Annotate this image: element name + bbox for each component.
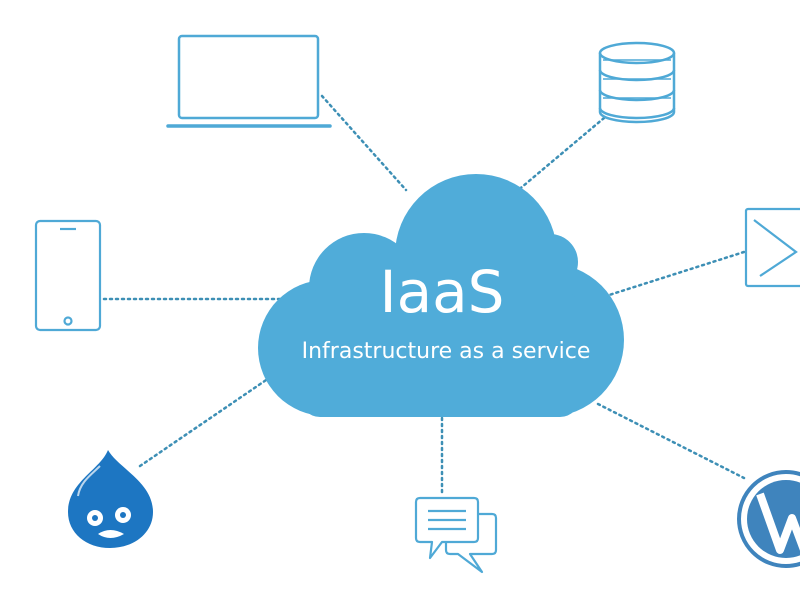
- email-icon: [744, 207, 800, 288]
- connector-wordpress: [596, 402, 746, 480]
- connector-email: [604, 250, 746, 298]
- drupal-logo: [68, 450, 153, 548]
- laptop-icon: [166, 34, 332, 128]
- wordpress-logo: [737, 470, 800, 568]
- connector-database: [514, 116, 606, 194]
- connector-laptop: [320, 94, 408, 192]
- connector-drupal: [138, 374, 274, 468]
- cloud-title: IaaS: [379, 258, 504, 326]
- connectors: [102, 94, 746, 498]
- smartphone-icon: [34, 219, 102, 332]
- cloud: [258, 174, 624, 417]
- database-icon: [598, 41, 676, 124]
- cloud-subtitle: Infrastructure as a service: [302, 339, 591, 364]
- chat-icon: [414, 496, 498, 574]
